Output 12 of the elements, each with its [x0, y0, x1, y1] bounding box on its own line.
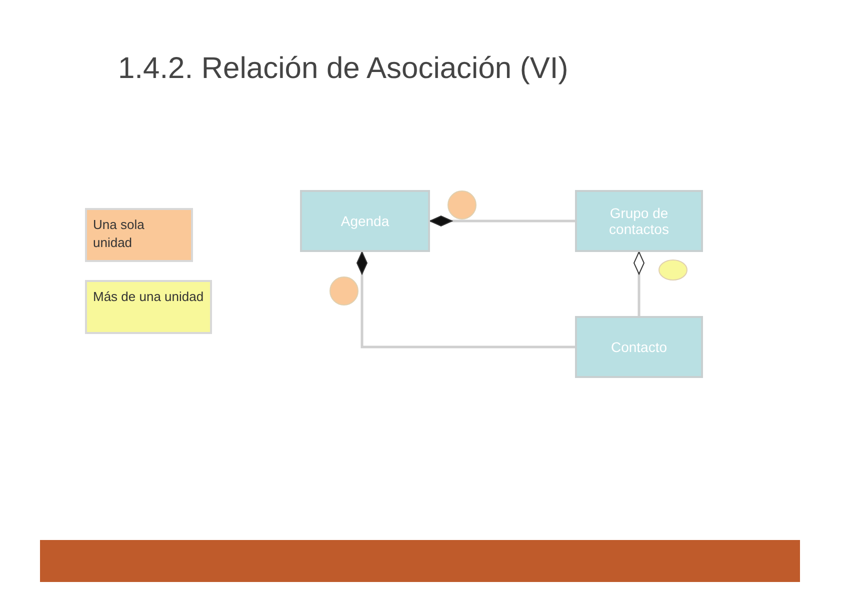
class-box: [300, 190, 430, 252]
class-name: Contacto: [610, 339, 668, 355]
legend-note: Una sola unidad: [85, 208, 193, 262]
class-name: Grupo de contactos: [608, 205, 670, 237]
slide-title: 1.4.2. Relación de Asociación (VI): [118, 52, 568, 86]
association-line: [430, 216, 575, 226]
association-line: [356, 252, 575, 348]
legend-note: Más de una unidad: [85, 280, 212, 334]
association-line: [634, 252, 644, 316]
class-box: [575, 190, 703, 252]
class-name: Agenda: [340, 213, 390, 229]
class-box: [575, 316, 703, 378]
